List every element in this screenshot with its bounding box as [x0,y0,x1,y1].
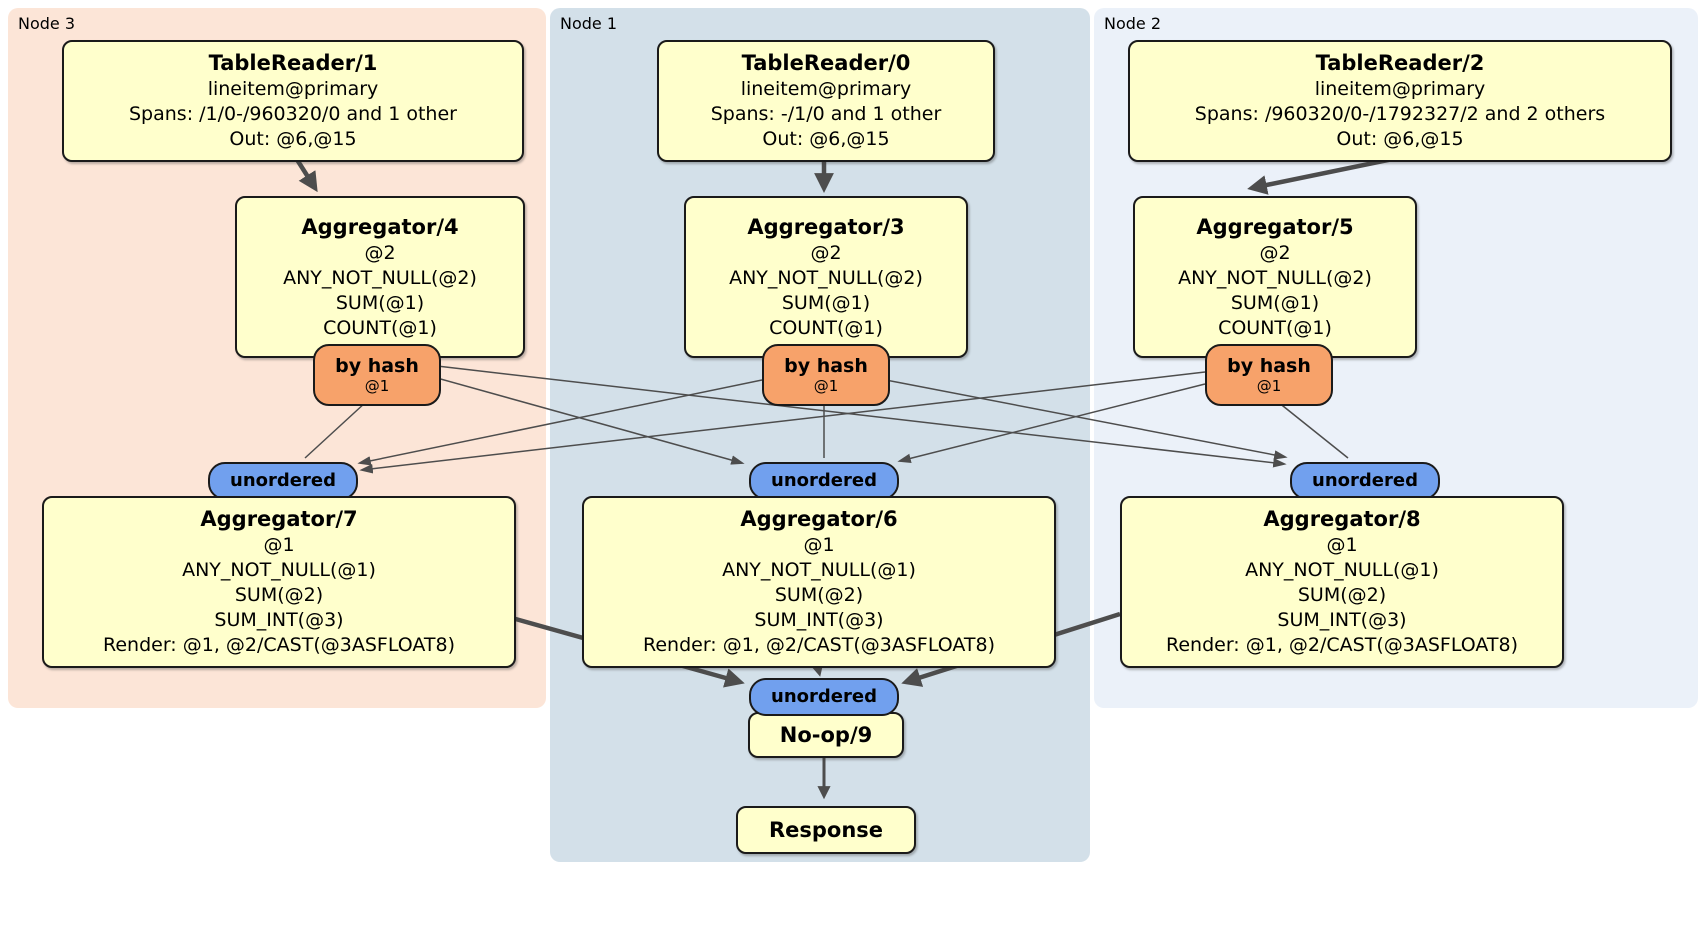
processor-aggregator-4: Aggregator/4 @2 ANY_NOT_NULL(@2) SUM(@1)… [235,196,525,358]
processor-title: Aggregator/3 [747,214,905,239]
router-by-hash-4: by hash @1 [313,344,441,406]
processor-title: TableReader/2 [1315,51,1485,75]
processor-aggregator-5: Aggregator/5 @2 ANY_NOT_NULL(@2) SUM(@1)… [1133,196,1417,358]
processor-groupby: @2 [364,241,396,264]
processor-agg-fn: COUNT(@1) [323,316,437,339]
processor-title: Aggregator/4 [301,214,459,239]
processor-tablereader-1: TableReader/1 lineitem@primary Spans: /1… [62,40,524,162]
processor-aggregator-7: Aggregator/7 @1 ANY_NOT_NULL(@1) SUM(@2)… [42,496,516,668]
processor-aggregator-6: Aggregator/6 @1 ANY_NOT_NULL(@1) SUM(@2)… [582,496,1056,668]
processor-agg-fn: ANY_NOT_NULL(@2) [1178,266,1372,289]
processor-spans: Spans: /960320/0-/1792327/2 and 2 others [1194,103,1606,125]
router-by-hash-5: by hash @1 [1205,344,1333,406]
processor-spans: Spans: -/1/0 and 1 other [710,103,942,125]
processor-agg-fn: ANY_NOT_NULL(@1) [182,559,376,581]
router-columns: @1 [813,377,839,395]
router-label: by hash [784,355,868,377]
processor-agg-fn: ANY_NOT_NULL(@1) [1245,559,1439,581]
processor-render: Render: @1, @2/CAST(@3ASFLOAT8) [103,634,455,656]
processor-agg-fn: SUM_INT(@3) [1277,609,1407,631]
edge-tr2-agg5 [1247,155,1399,195]
edge-bh4-u8 [436,365,1287,468]
processor-agg-fn: COUNT(@1) [1218,316,1332,339]
edge-bh4-u6 [436,377,745,465]
processor-title: Aggregator/5 [1196,214,1354,239]
sync-unordered-9: unordered [749,678,899,716]
node-label: Node 1 [560,14,618,33]
sync-label: unordered [1312,470,1418,491]
processor-agg-fn: ANY_NOT_NULL(@2) [729,266,923,289]
processor-tablereader-0: TableReader/0 lineitem@primary Spans: -/… [657,40,995,162]
processor-title: Aggregator/7 [200,507,358,531]
processor-response: Response [736,806,916,854]
processor-spans: Spans: /1/0-/960320/0 and 1 other [129,103,457,125]
processor-index: lineitem@primary [740,78,912,100]
router-columns: @1 [1256,377,1282,395]
router-columns: @1 [364,377,390,395]
processor-render: Render: @1, @2/CAST(@3ASFLOAT8) [1166,634,1518,656]
edge-bh5-u7 [359,371,1206,474]
edge-bh3-u8 [885,379,1288,460]
edge-bh5-u8 [1277,401,1349,459]
processor-groupby: @1 [263,534,295,556]
processor-title: TableReader/1 [208,51,378,75]
processor-groupby: @1 [803,534,835,556]
processor-title: TableReader/0 [741,51,911,75]
processor-title: No-op/9 [779,722,873,747]
router-label: by hash [335,355,419,377]
processor-title: Aggregator/8 [1263,507,1421,531]
sync-label: unordered [771,686,877,707]
processor-agg-fn: SUM(@1) [1230,291,1320,314]
processor-agg-fn: ANY_NOT_NULL(@2) [283,266,477,289]
processor-title: Aggregator/6 [740,507,898,531]
processor-groupby: @1 [1326,534,1358,556]
processor-out: Out: @6,@15 [1336,128,1464,150]
router-label: by hash [1227,355,1311,377]
processor-index: lineitem@primary [1314,78,1486,100]
edge-bh3-u7 [357,379,763,466]
processor-agg-fn: SUM(@1) [781,291,871,314]
sync-label: unordered [771,470,877,491]
processor-out: Out: @6,@15 [762,128,890,150]
processor-agg-fn: SUM(@2) [234,584,324,606]
edge-bh5-u6 [897,383,1206,463]
processor-groupby: @2 [1259,241,1291,264]
processor-agg-fn: SUM(@2) [1297,584,1387,606]
processor-aggregator-3: Aggregator/3 @2 ANY_NOT_NULL(@2) SUM(@1)… [684,196,968,358]
processor-tablereader-2: TableReader/2 lineitem@primary Spans: /9… [1128,40,1672,162]
processor-agg-fn: COUNT(@1) [769,316,883,339]
processor-agg-fn: SUM(@2) [774,584,864,606]
processor-render: Render: @1, @2/CAST(@3ASFLOAT8) [643,634,995,656]
processor-index: lineitem@primary [207,78,379,100]
node-label: Node 2 [1104,14,1162,33]
node-label: Node 3 [18,14,76,33]
processor-title: Response [768,817,884,842]
processor-agg-fn: SUM(@1) [335,291,425,314]
edge-tr1-agg4 [294,156,318,193]
sync-label: unordered [230,470,336,491]
sync-unordered-6: unordered [749,462,899,500]
sync-unordered-8: unordered [1290,462,1440,500]
processor-noop-9: No-op/9 [748,712,904,758]
sync-unordered-7: unordered [208,462,358,500]
processor-agg-fn: SUM_INT(@3) [754,609,884,631]
edge-bh4-u7 [304,401,367,459]
router-by-hash-3: by hash @1 [762,344,890,406]
router-edges [304,365,1349,474]
processor-groupby: @2 [810,241,842,264]
processor-aggregator-8: Aggregator/8 @1 ANY_NOT_NULL(@1) SUM(@2)… [1120,496,1564,668]
processor-out: Out: @6,@15 [229,128,357,150]
processor-agg-fn: SUM_INT(@3) [214,609,344,631]
processor-agg-fn: ANY_NOT_NULL(@1) [722,559,916,581]
